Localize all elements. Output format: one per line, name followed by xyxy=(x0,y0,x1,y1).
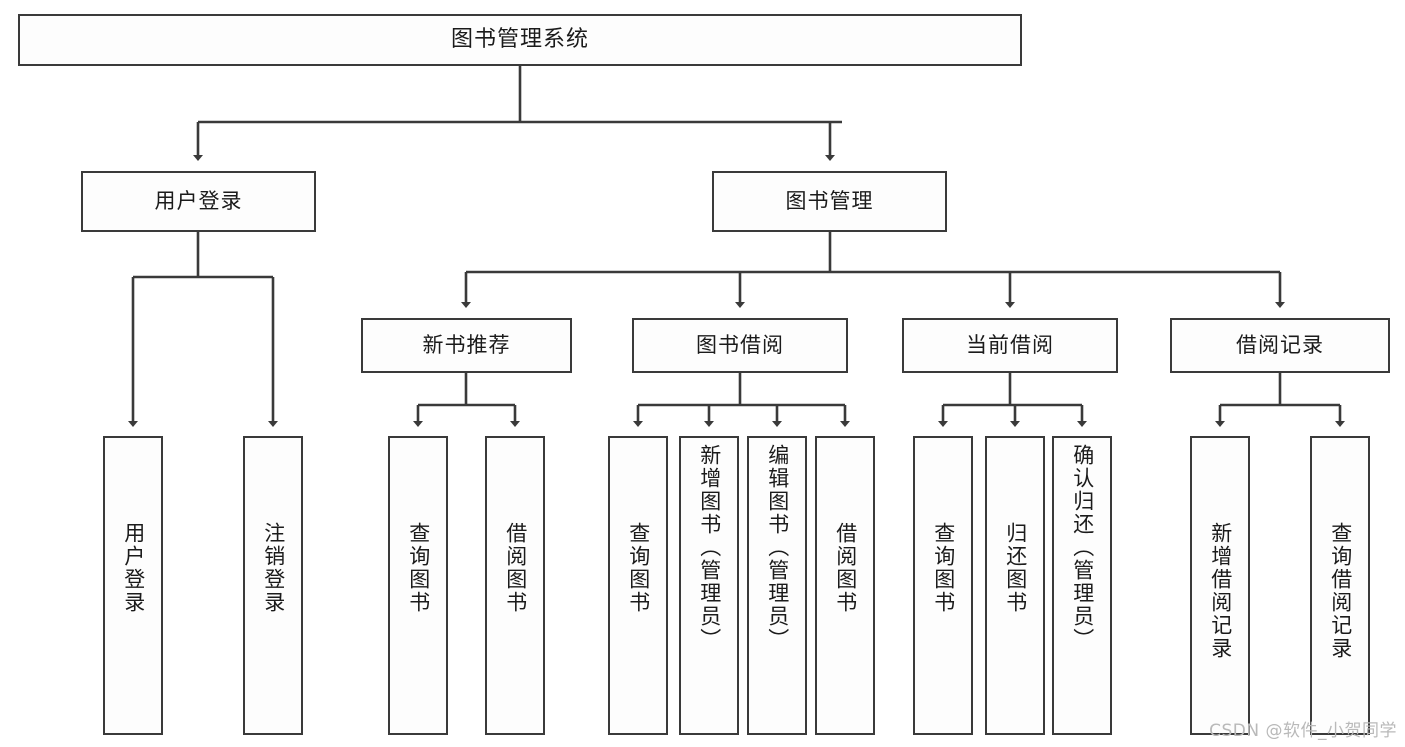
node-leaf-confirm-return-admin[interactable]: 确认归还（管理员） xyxy=(1052,436,1112,735)
node-leaf-label: 查询图书 xyxy=(626,522,651,614)
node-leaf-logout[interactable]: 注销登录 xyxy=(243,436,303,735)
node-leaf-add-book-admin[interactable]: 新增图书（管理员） xyxy=(679,436,739,735)
node-leaf-borrow-book-2[interactable]: 借阅图书 xyxy=(815,436,875,735)
node-leaf-query-book-2[interactable]: 查询图书 xyxy=(608,436,668,735)
node-leaf-label: 确认归还（管理员） xyxy=(1070,444,1095,651)
node-leaf-return-book[interactable]: 归还图书 xyxy=(985,436,1045,735)
node-leaf-query-book-3[interactable]: 查询图书 xyxy=(913,436,973,735)
node-borrow-record[interactable]: 借阅记录 xyxy=(1170,318,1390,373)
node-leaf-query-book-1[interactable]: 查询图书 xyxy=(388,436,448,735)
node-leaf-edit-book-admin[interactable]: 编辑图书（管理员） xyxy=(747,436,807,735)
node-leaf-borrow-book-1[interactable]: 借阅图书 xyxy=(485,436,545,735)
node-user-login[interactable]: 用户登录 xyxy=(81,171,316,232)
node-current-borrow[interactable]: 当前借阅 xyxy=(902,318,1118,373)
node-leaf-label: 新增借阅记录 xyxy=(1208,522,1233,660)
node-leaf-label: 归还图书 xyxy=(1003,522,1028,614)
csdn-watermark: CSDN @软件_小贺同学 xyxy=(1209,721,1397,741)
node-leaf-user-login[interactable]: 用户登录 xyxy=(103,436,163,735)
node-leaf-query-borrow-record[interactable]: 查询借阅记录 xyxy=(1310,436,1370,735)
node-root-system[interactable]: 图书管理系统 xyxy=(18,14,1022,66)
node-leaf-label: 借阅图书 xyxy=(833,522,858,614)
node-leaf-label: 查询图书 xyxy=(406,522,431,614)
node-leaf-label: 注销登录 xyxy=(261,522,286,614)
node-leaf-label: 编辑图书（管理员） xyxy=(765,444,790,651)
node-leaf-add-borrow-record[interactable]: 新增借阅记录 xyxy=(1190,436,1250,735)
node-book-management[interactable]: 图书管理 xyxy=(712,171,947,232)
node-leaf-label: 借阅图书 xyxy=(503,522,528,614)
node-leaf-label: 查询借阅记录 xyxy=(1328,522,1353,660)
node-leaf-label: 新增图书（管理员） xyxy=(697,444,722,651)
node-new-book-recommend[interactable]: 新书推荐 xyxy=(361,318,572,373)
node-leaf-label: 查询图书 xyxy=(931,522,956,614)
node-book-borrow[interactable]: 图书借阅 xyxy=(632,318,848,373)
node-leaf-label: 用户登录 xyxy=(121,522,146,614)
